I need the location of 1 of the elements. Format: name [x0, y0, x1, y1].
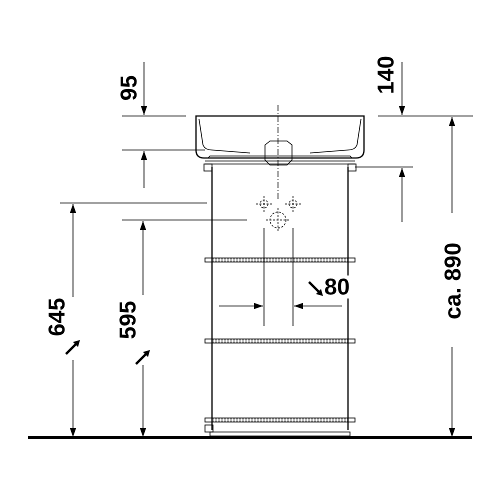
dimension-label: 80 [323, 276, 351, 298]
